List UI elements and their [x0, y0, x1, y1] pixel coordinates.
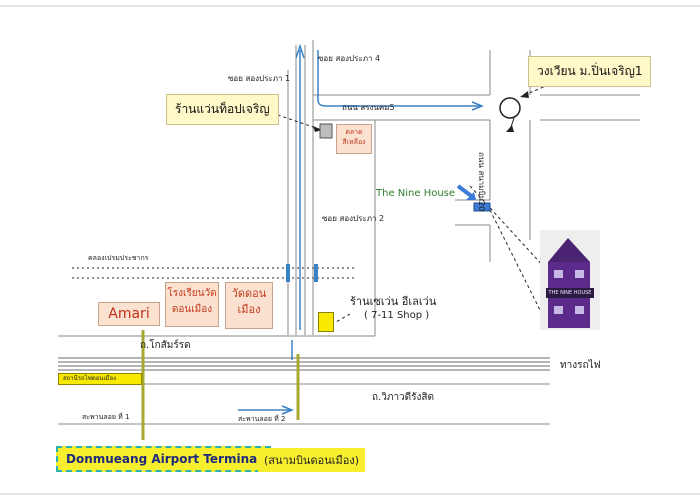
road-network-top-right	[313, 50, 640, 262]
airport-terminal-thai-label: (สนามบินดอนเมือง)	[258, 448, 366, 472]
building-photo	[540, 230, 600, 330]
nine-house-label: The Nine House	[376, 188, 456, 199]
route-arrows	[238, 43, 485, 415]
label-railway: ทางรถไฟ	[560, 360, 601, 371]
label-kosumrat-road: ถ.โกสัมร์รด	[140, 340, 191, 351]
seven-eleven-label-th: ร้านเซเว่น อีเลเว่น	[350, 295, 437, 308]
airport-terminal-label: Donmueang Airport Terminal	[56, 446, 272, 472]
callout-shop: ร้านแว่นท็อปเจริญ	[166, 94, 279, 125]
canal	[72, 267, 355, 279]
label-soi-songprapha-4: ซอย สองประภา 4	[318, 54, 381, 63]
label-soi-songprapha-2: ซอย สองประภา 2	[322, 214, 385, 223]
temple-box: วัดดอน เมือง	[225, 282, 273, 329]
bridge-marks	[286, 264, 318, 282]
roundabout	[499, 97, 521, 119]
school-box: โรงเรียนวัด ดอนเมือง	[165, 282, 219, 327]
label-soi-songprapha-1: ซอย สองประภา 1	[228, 74, 291, 83]
callout-roundabout: วงเวียน ม.ปิ่นเจริญ1	[528, 56, 652, 87]
kosumrat-road	[58, 262, 376, 337]
label-thanon-sanambin-20: ถนน สนามบิน20	[477, 152, 486, 212]
label-bridge-2: สะพานลอย ที่ 2	[238, 415, 286, 423]
nine-house-arrowhead	[466, 192, 476, 200]
seven-eleven-label-en: ( 7-11 Shop )	[364, 310, 430, 321]
market-icon	[319, 123, 333, 139]
roundabout-leader	[509, 117, 515, 131]
main-soi-road	[287, 40, 314, 335]
station-label: สถานีรถไฟดอนเมือง	[58, 373, 142, 385]
olive-connectors	[141, 330, 300, 440]
label-vibhavadi-road: ถ.วิภาวดีรังสิต	[372, 392, 435, 403]
vibhavadi-road	[58, 383, 550, 425]
nine-house-marker	[473, 202, 491, 212]
seven-eleven-marker	[318, 312, 334, 332]
label-thanon-road: ถนน สรงนคม5	[342, 103, 395, 112]
label-bridge-1: สะพานลอย ที่ 1	[82, 413, 130, 421]
amari-hotel: Amari	[98, 302, 160, 326]
railway	[58, 357, 550, 371]
building-sign-text: THE NINE HOUSE	[548, 290, 592, 296]
market-label: ตลาด สีเหลือง	[336, 124, 372, 154]
label-canal: คลองเปรมประชากร	[88, 254, 149, 262]
